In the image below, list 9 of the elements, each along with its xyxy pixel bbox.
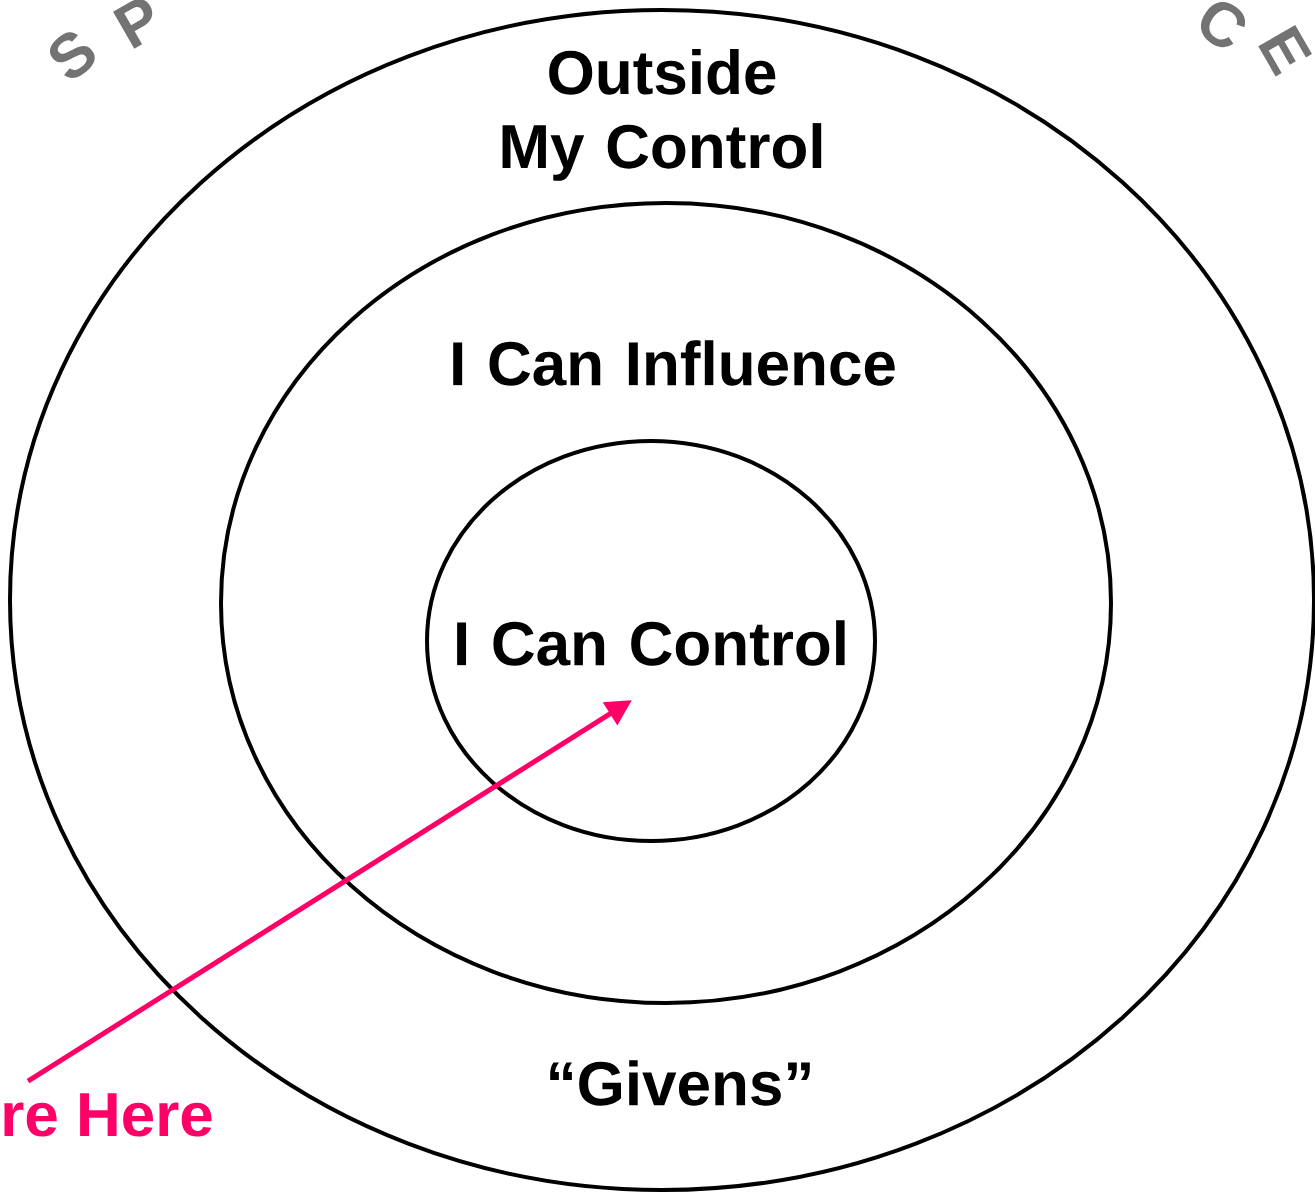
circle-label: I Can Control [457,620,845,666]
arc-letter: P [113,0,153,49]
arc-letter: E [1258,25,1312,77]
circle-label: “Givens” [550,1060,810,1106]
circle-label: Outside My Control [502,49,822,181]
arc-letter: C [1200,2,1246,48]
circle-label: I Can Influence [453,340,895,386]
arc-letter: S [49,32,95,78]
pointer-label: re Here [4,1093,212,1137]
